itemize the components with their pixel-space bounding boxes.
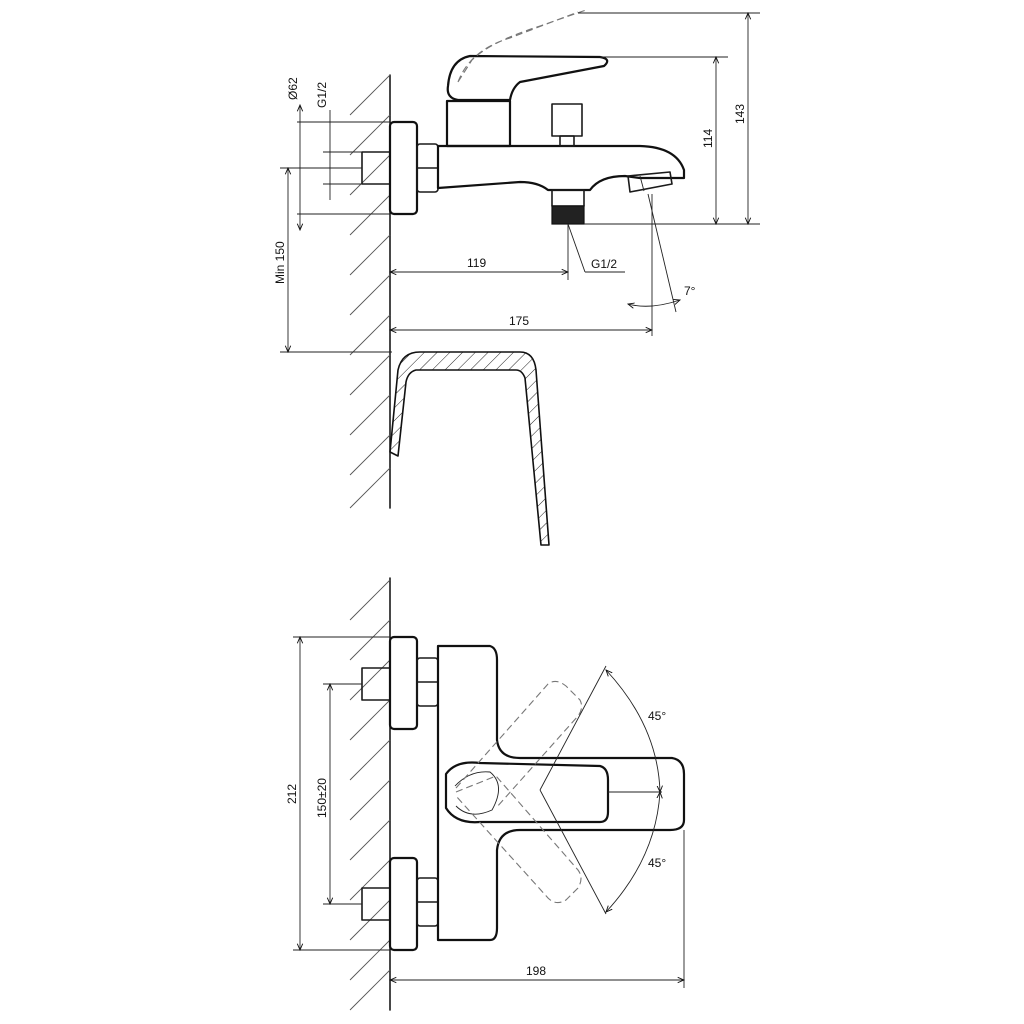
dim-angle-upper-label: 45° [648,709,666,723]
side-view: Ø62 G1/2 Min 150 119 G1/2 175 7° [273,9,760,546]
dim-angle-label: 7° [684,284,696,298]
dim-175-line [390,194,652,336]
wall-top-view [349,577,391,1011]
dim-total-width-label: 212 [285,784,299,804]
diverter-stem [559,135,575,147]
wall-side-view [349,74,391,509]
diverter-knob [551,103,583,137]
dim-119-line [390,223,625,280]
dim-lines-left [280,105,392,352]
spout-outlet [627,171,673,193]
dim-150-line [323,684,362,904]
lever-rotated-lower-outline [455,775,582,904]
dim-rotation-arcs [539,665,662,915]
lever-side [446,54,609,102]
dim-spout-length-label: 175 [509,314,529,328]
dim-angle-lines [628,193,680,313]
dim-angle-lower-label: 45° [648,856,666,870]
lever-raised-outline [457,9,587,83]
escutcheon-side [388,120,419,216]
dim-198-line [390,830,684,988]
top-view: 45° 45° 212 150±20 198 [285,577,686,1011]
lever-rotated-upper-outline [455,680,583,809]
dim-height-total-label: 143 [733,104,747,124]
mixer-body-side [436,144,686,192]
inlet-lower [361,856,439,952]
lever-section-profile [389,351,550,546]
dim-height-lines [578,13,760,224]
dim-diameter-label: Ø62 [286,77,300,100]
inlet-upper [361,635,439,731]
dim-inlet-spacing-label: 150±20 [315,778,329,818]
dim-height-spout-label: 114 [701,129,715,148]
dim-projection-label: 198 [526,964,546,978]
mixer-body-top [436,644,686,942]
dim-thread-inlet-label: G1/2 [315,82,329,108]
dim-spout-outlet-distance-label: 119 [467,256,486,270]
nut-side [416,143,439,193]
cartridge-column [445,99,512,148]
dim-212-line [293,637,390,950]
lever-top [444,761,610,824]
dim-outlet-thread-label: G1/2 [591,257,617,271]
dim-min-height-label: Min 150 [273,241,287,284]
outlet-thread [551,189,585,225]
